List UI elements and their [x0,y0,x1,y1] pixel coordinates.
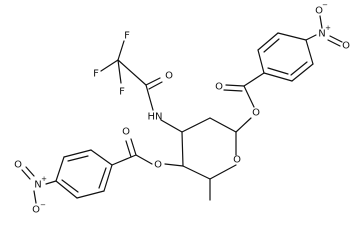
bond-carbonyl-o-right-a [225,84,245,87]
benzene-right-bond-3 [277,32,307,41]
bond-carbonyl-n [145,84,154,111]
atom-f1: F [124,31,130,42]
benzene-right-double-1 [263,38,280,53]
benzene-left-double-2 [61,179,79,193]
benzene-right-bond-6 [263,72,293,82]
bond-nitro-right-o-top [319,15,323,29]
bond-aryl-nitro-right [305,34,317,41]
atom-nitro-right-n: N [318,29,325,40]
bond-nitro-right-o-bottom-a [327,39,341,47]
benzene-left-bond-2 [63,149,92,158]
charge-nitro-right-o: − [322,1,328,9]
benzene-left-bond-4 [55,180,78,199]
benzene-left-bond-3 [55,156,65,182]
atom-o-amide: O [165,71,173,82]
bond-oester-carbonyl [243,85,255,108]
benzene-left-bond-5 [76,190,105,199]
charge-nitro-left-o: − [40,201,46,209]
atom-nitro-right-o-bottom: O [342,41,350,52]
bond-nitro-left-o-top-b [25,166,35,177]
ring-bond-c3-c2 [209,117,237,133]
atom-f2: F [93,69,99,80]
atom-nh: HN [148,112,163,123]
atom-o-carbonyl-left: O [122,127,130,138]
bond-n-ring [160,119,183,133]
benzene-right-bond-1 [257,49,265,74]
benzene-left-bond-6 [103,164,113,192]
bond-co-amide-b [148,81,163,90]
ring-bond-c5-c4 [181,131,184,167]
benzene-right-double-2 [290,61,308,76]
benzene-left-double-1 [67,155,89,162]
benzene-right-bond-4 [305,39,314,65]
bond-nitro-left-o-bottom [33,190,37,204]
charge-nitro-left-n: + [41,175,47,183]
benzene-right-double-3 [267,67,289,75]
bond-carbonyl-o-right-b [223,89,243,92]
ring-bond-o-c6 [209,164,237,180]
ring-bond-c6-c5 [182,165,211,180]
charge-nitro-right-n: + [325,24,331,32]
atom-o-ester-right: O [252,108,260,119]
bond-c2-oester [235,117,252,133]
benzene-right-bond-2 [257,32,279,51]
ring-bond-c4-c3 [181,117,211,133]
bond-nitro-right-o-bottom-b [329,35,343,43]
bond-carbonyl-aryl-left [111,154,137,166]
bond-aryl-nitro-left [45,180,57,185]
bond-cf3-carbonyl [117,59,147,86]
atom-nitro-left-o-top: O [14,160,22,171]
bond-nitro-left-o-top-a [21,169,31,180]
bond-carbonyl-o-left-b [125,140,132,158]
bond-carbonyl-o-left-a [130,138,137,156]
atom-o-ester-left: O [154,160,162,171]
atom-nitro-left-n: N [34,180,41,191]
atom-nitro-right-o-top: O [315,6,323,17]
atom-o-ring: O [233,155,241,166]
bond-cf3 [117,59,122,84]
benzene-left-bond-1 [90,149,113,166]
benzene-right-bond-5 [291,63,314,82]
atom-nitro-left-o-bottom: O [32,205,40,216]
benzene-left-double-3 [98,167,107,189]
bond-oester-carbonyl-left [135,154,153,165]
atom-f3: F [119,87,125,98]
atom-o-carbonyl-right: O [215,82,223,93]
bond-c5-oester [164,163,184,167]
bond-co-amide-a [145,77,161,86]
bond-carbonyl-aryl-right [243,72,265,87]
bond-cf1 [117,40,125,61]
bond-cf2 [100,59,119,72]
